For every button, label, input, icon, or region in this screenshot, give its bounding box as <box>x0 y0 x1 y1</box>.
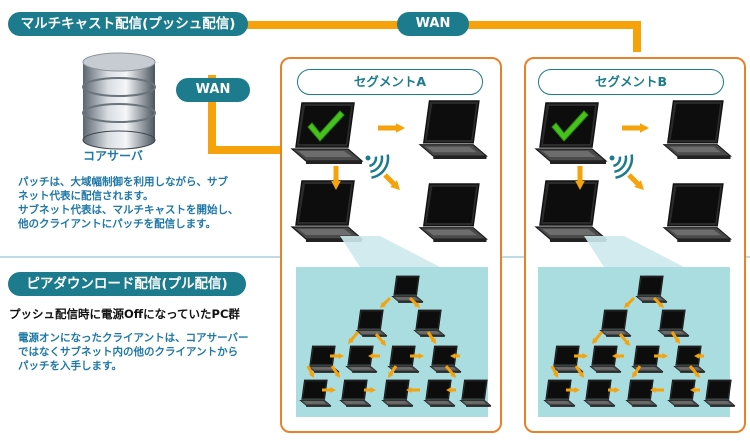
multicast-title: マルチキャスト配信(プッシュ配信) <box>8 12 248 36</box>
peer-subtitle: プッシュ配信時に電源OffになっていたPC群 <box>9 306 240 322</box>
multicast-desc-line: パッチは、大域幅制御を利用しながら、サブ <box>18 176 228 188</box>
server-label: コアサーバ <box>83 149 143 163</box>
peer-desc-line: パッチを入手します。 <box>18 360 122 372</box>
peer-title: ピアダウンロード配信(プル配信) <box>8 272 246 296</box>
peer-description: 電源オンになったクライアントは、コアサーバー ではなくサブネット内の他のクライア… <box>18 331 248 373</box>
wan-line-top <box>244 21 641 52</box>
segment-a-label: セグメントA <box>297 69 483 95</box>
multicast-desc-line: ネット代表に配信されます。 <box>18 190 154 202</box>
segment-b-label: セグメントB <box>538 69 724 95</box>
multicast-desc-line: 他のクライアントにパッチを配信します。 <box>18 218 217 230</box>
peer-desc-line: ではなくサブネット内の他のクライアントから <box>18 346 239 358</box>
wan-label-left: WAN <box>176 78 250 102</box>
segment-b-peer-area <box>538 267 730 417</box>
peer-desc-line: 電源オンになったクライアントは、コアサーバー <box>18 332 249 344</box>
peer-subtitle-text: プッシュ配信時に電源Offになっていた <box>9 307 212 321</box>
multicast-description: パッチは、大域幅制御を利用しながら、サブ ネット代表に配信されます。 サブネット… <box>18 175 239 231</box>
multicast-desc-line: サブネット代表は、マルチキャストを開始し、 <box>18 204 239 216</box>
peer-subtitle-suffix: PC群 <box>211 307 240 321</box>
wan-label-top: WAN <box>397 12 469 36</box>
segment-a-peer-area <box>296 267 488 417</box>
